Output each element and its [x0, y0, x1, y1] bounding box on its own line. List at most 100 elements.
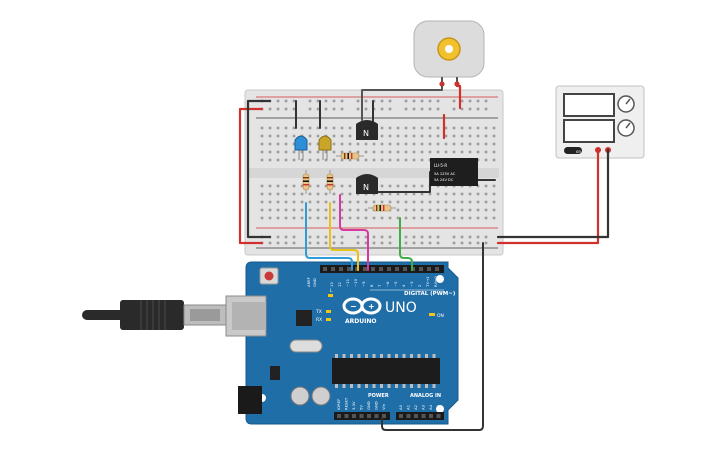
- analog-pin-header: [396, 412, 444, 420]
- power-pin-label-2: 3.3V: [351, 401, 356, 410]
- digital-pin-label-7: ~6: [385, 281, 390, 287]
- tx-label: TX: [315, 309, 322, 315]
- atmega-chip: [332, 358, 440, 384]
- relay-rating-ac: 5A 125V AC: [434, 172, 456, 176]
- analog-pin-label-5: A5: [436, 404, 441, 410]
- resistor-transistor-top: [336, 152, 364, 160]
- digital-pin-label-3: ~10: [353, 278, 358, 287]
- crystal-oscillator: [289, 339, 323, 353]
- analog-pin-label-3: A3: [421, 404, 426, 410]
- power-section-label: POWER: [368, 393, 389, 399]
- digital-pin-label-12: TX→1: [425, 276, 430, 288]
- dc-power-jack: [238, 386, 262, 414]
- wire-blue: [305, 202, 353, 271]
- wire-black-left-loop: [246, 99, 272, 239]
- svg-text:+: +: [368, 302, 375, 311]
- digital-pin-label-8: ~5: [393, 281, 398, 287]
- led-blue: [294, 135, 308, 160]
- on-label: ON: [437, 313, 444, 319]
- l-label: L: [330, 288, 333, 294]
- center-channel: [249, 168, 499, 178]
- capacitor: [290, 386, 310, 406]
- power-supply: on: [555, 85, 645, 159]
- transistor-top-label: N: [363, 129, 369, 138]
- l-led: [328, 294, 333, 297]
- mounting-hole: [436, 275, 444, 283]
- power-pin-label-0: IOREF: [336, 399, 341, 410]
- digital-pin-label-5: 8: [369, 284, 374, 287]
- usb-interface-chip: [296, 310, 312, 326]
- wire-motor-black: [361, 85, 443, 121]
- wire-motor-red: [455, 84, 462, 110]
- tx-led: [326, 310, 331, 313]
- digital-pin-label-11: 2: [417, 284, 422, 287]
- breadboard: [244, 89, 504, 256]
- motor-terminal-1: [439, 81, 445, 87]
- capacitor: [311, 386, 331, 406]
- digital-header-title: DIGITAL (PWM~): [404, 291, 456, 297]
- power-pin-label-6: Vin: [381, 403, 386, 410]
- wire-magenta: [339, 194, 369, 271]
- analog-pin-label-1: A1: [406, 404, 411, 410]
- analog-section-label: ANALOG IN: [410, 393, 441, 399]
- analog-pin-label-2: A2: [413, 404, 418, 410]
- wire-red-left-loop: [238, 107, 264, 245]
- board-brand-label: ARDUINO: [345, 318, 376, 325]
- analog-pin-label-0: A0: [398, 404, 403, 410]
- resistor-transistor-bottom: [368, 204, 396, 212]
- breadboard-holes: [260, 99, 496, 245]
- mounting-hole: [436, 405, 444, 413]
- power-pin-label-5: GND: [374, 401, 379, 410]
- transistor-top: N: [356, 120, 378, 140]
- dc-motor: [413, 20, 485, 87]
- aref-label: AREF: [306, 277, 311, 287]
- rx-label: RX: [316, 317, 322, 323]
- digital-pin-label-2: ~11: [345, 278, 350, 287]
- voltage-display: [563, 93, 615, 117]
- voltage-regulator: [270, 366, 280, 380]
- digital-pin-label-9: 4: [401, 284, 406, 287]
- relay-rating-dc: 5A 24V DC: [434, 178, 454, 182]
- current-display: [563, 119, 615, 143]
- resistor-led-yellow: [326, 170, 334, 194]
- transistor-bottom-label: N: [363, 183, 369, 192]
- relay-model-label: LU-5-R: [434, 163, 447, 168]
- gnd-label: GND: [312, 278, 317, 287]
- wire-supply-negative: [496, 148, 610, 239]
- led-yellow: [318, 135, 332, 160]
- resistor-led-blue: [302, 170, 310, 194]
- wire-supply-positive: [496, 148, 600, 245]
- on-led: [429, 313, 435, 316]
- digital-pin-label-6: 7: [377, 284, 382, 287]
- rx-led: [326, 318, 331, 321]
- wire-gnd-return: [381, 242, 484, 431]
- chip-pins: [335, 354, 436, 388]
- reset-button-cap[interactable]: [264, 271, 274, 281]
- power-switch[interactable]: [564, 147, 582, 154]
- transistor-bottom: N: [356, 174, 378, 194]
- digital-pin-label-1: 12: [337, 282, 342, 287]
- resistors: [302, 152, 396, 212]
- svg-text:−: −: [350, 302, 357, 311]
- wires: [238, 84, 610, 431]
- digital-pin-label-13: RX←0: [433, 276, 438, 287]
- relay: LU-5-R 5A 125V AC 5A 24V DC: [430, 158, 478, 186]
- wire-yellow: [329, 202, 359, 271]
- board-model-label: UNO: [385, 300, 417, 316]
- digital-pin-label-10: ~3: [409, 281, 414, 287]
- power-switch-label: on: [576, 149, 581, 154]
- analog-pin-label-4: A4: [428, 404, 433, 410]
- power-pin-label-1: RESET: [344, 397, 349, 410]
- arduino-logo: − +: [342, 297, 382, 315]
- power-pin-label-4: GND: [366, 401, 371, 410]
- digital-pin-label-4: ~9: [361, 281, 366, 287]
- power-pin-label-3: 5V: [359, 405, 364, 410]
- wire-green: [399, 217, 413, 271]
- usb-cable: [82, 300, 227, 330]
- digital-pin-label-0: 13: [329, 282, 334, 287]
